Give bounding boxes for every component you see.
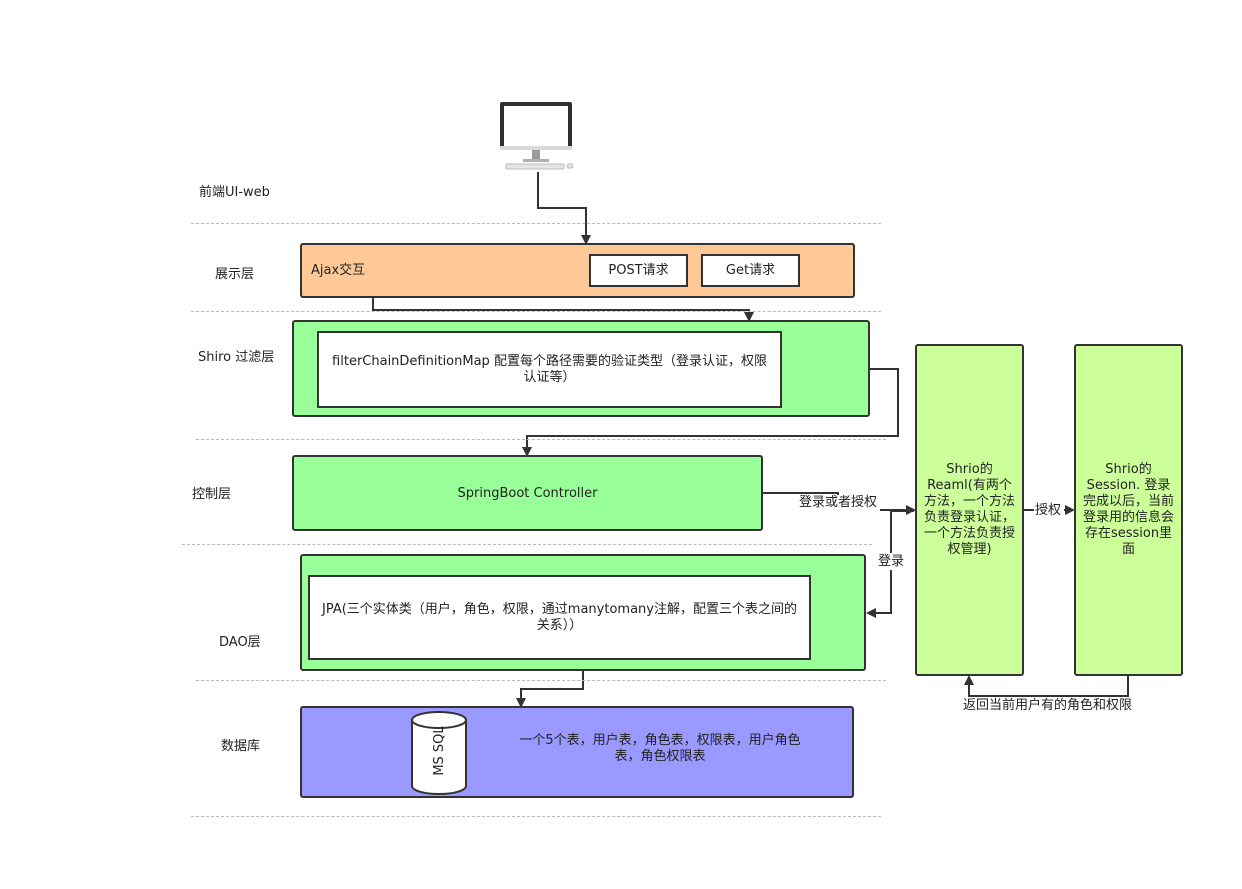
- arrow-session-to-realm-return: [964, 675, 1129, 697]
- database-box: [300, 706, 854, 798]
- jpa-entity-box: JPA(三个实体类（用户，角色，权限，通过manytomany注解，配置三个表之…: [308, 575, 811, 660]
- separator-1: [191, 223, 881, 224]
- filter-chain-text: filterChainDefinitionMap 配置每个路径需要的验证类型（登…: [332, 353, 767, 385]
- separator-6: [191, 816, 881, 817]
- database-cylinder-icon: [410, 710, 468, 796]
- arrow-filter-to-controller: [522, 368, 899, 457]
- edge-label-authorize: 授权: [1035, 503, 1062, 518]
- separator-5: [196, 680, 886, 681]
- realm-text: Shrio的Reaml(有两个方法，一个方法负责登录认证，一个方法负责授权管理): [923, 462, 1015, 557]
- layer-label-shiro-filter: Shiro 过滤层: [198, 350, 275, 365]
- edge-label-login-or-authorize: 登录或者授权: [799, 495, 878, 510]
- edge-label-login: 登录: [878, 554, 905, 569]
- edge-label-return-roles: 返回当前用户有的角色和权限: [963, 698, 1133, 713]
- database-tables-text: 一个5个表，用户表，角色表，权限表，用户角色表，角色权限表: [519, 733, 801, 764]
- get-request-box: Get请求: [701, 254, 800, 287]
- ms-sql-label: MS SQL: [431, 726, 447, 776]
- separator-4: [182, 544, 872, 545]
- layer-label-dao: DAO层: [219, 635, 261, 650]
- layer-label-presentation: 展示层: [215, 267, 255, 282]
- arrow-dao-to-database: [516, 671, 584, 708]
- arrow-presentation-to-filter: [372, 297, 754, 322]
- session-text: Shrio的Session. 登录完成以后，当前登录用的信息会存在session…: [1082, 462, 1174, 557]
- shiro-session-box: Shrio的Session. 登录完成以后，当前登录用的信息会存在session…: [1074, 344, 1183, 676]
- layer-label-database: 数据库: [221, 739, 261, 754]
- controller-text: SpringBoot Controller: [457, 485, 598, 501]
- springboot-controller-box: SpringBoot Controller: [292, 455, 763, 531]
- separator-2: [191, 311, 881, 312]
- layer-label-frontend: 前端UI-web: [199, 185, 270, 200]
- desktop-computer-icon: [498, 101, 578, 173]
- ajax-label: Ajax交互: [311, 263, 366, 278]
- arrow-monitor-to-presentation: [537, 172, 591, 245]
- shiro-realm-box: Shrio的Reaml(有两个方法，一个方法负责登录认证，一个方法负责授权管理): [915, 344, 1024, 676]
- filter-chain-definition-box: filterChainDefinitionMap 配置每个路径需要的验证类型（登…: [317, 331, 782, 408]
- separator-3: [196, 439, 886, 440]
- post-request-box: POST请求: [589, 254, 688, 287]
- jpa-text: JPA(三个实体类（用户，角色，权限，通过manytomany注解，配置三个表之…: [322, 601, 797, 633]
- layer-label-controller: 控制层: [192, 487, 232, 502]
